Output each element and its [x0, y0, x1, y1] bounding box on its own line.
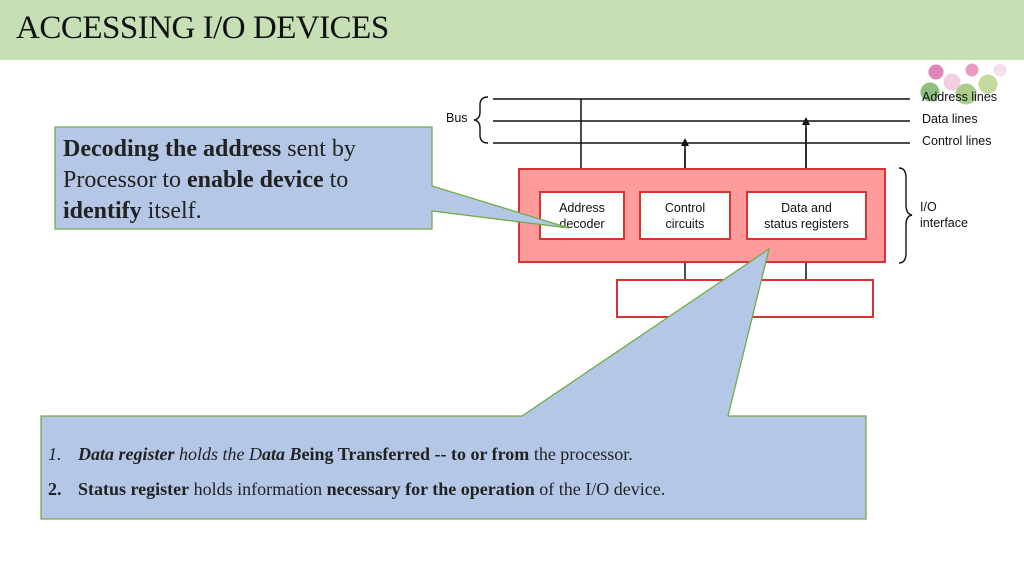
control-circuits-line2: circuits: [665, 216, 705, 231]
control-circuits-line1: Control: [664, 200, 706, 215]
bus-label: Bus: [446, 111, 468, 125]
bottom-callout-shape: [40, 247, 867, 520]
bus-brace: [473, 96, 489, 144]
note-being-transferred: eing Transferred -- to or from: [301, 444, 530, 464]
callout-text-itself: itself.: [141, 198, 202, 224]
callout-bold-enable-device: enable device: [186, 167, 324, 193]
note-item-data-register: 1. Data register holds the Data Being Tra…: [48, 444, 633, 465]
callout-bold-decoding: Decoding the address: [63, 136, 282, 162]
note-of-io-device: of the I/O device.: [534, 479, 666, 499]
flower-decoration-image: [918, 58, 1010, 108]
top-callout-text: Decoding the address sent by Processor t…: [63, 134, 413, 227]
control-lines-label: Control lines: [922, 134, 992, 148]
title-bar: ACCESSING I/O DEVICES: [0, 0, 1024, 60]
io-interface-label: I/O interface: [920, 199, 968, 231]
data-lines-label: Data lines: [922, 112, 978, 126]
note-holds-the: holds the D: [174, 444, 262, 464]
address-decoder-line1: Address: [559, 200, 605, 215]
callout-text-to: to: [323, 167, 349, 193]
data-status-line2: status registers: [764, 216, 849, 231]
io-label-line2: interface: [920, 216, 968, 230]
data-status-line1: Data and: [781, 200, 832, 215]
callout-text-sent-by: sent by Processor to: [63, 136, 356, 193]
note-item2-number: 2.: [48, 479, 62, 499]
address-lines-label: Address lines: [922, 90, 998, 104]
page-title: ACCESSING I/O DEVICES: [16, 10, 389, 46]
io-label-line1: I/O: [920, 200, 937, 214]
note-the-processor: the processor.: [529, 444, 633, 464]
note-item-status-register: 2. Status register holds information nece…: [48, 479, 665, 500]
io-interface-brace: [898, 167, 913, 264]
note-status-register-term: Status register: [78, 479, 190, 499]
note-data-register-term: Data register: [78, 444, 175, 464]
address-decoder-line2: decoder: [559, 216, 605, 231]
note-necessary-for-operation: necessary for the operation: [326, 479, 535, 499]
note-ata-b: ata B: [262, 444, 302, 464]
top-callout-shape: [54, 126, 570, 230]
callout-bold-identify: identify: [63, 198, 142, 224]
note-item1-number: 1.: [48, 444, 62, 464]
note-holds-information: holds information: [189, 479, 327, 499]
